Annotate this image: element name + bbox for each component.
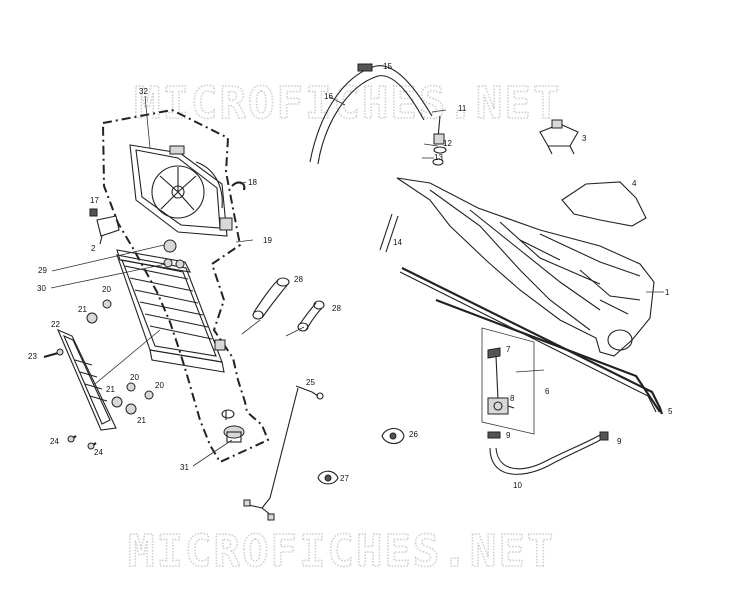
callout-24b: 24 — [94, 448, 103, 457]
temperature-wire — [243, 385, 324, 521]
callout-31: 31 — [180, 463, 189, 472]
watermark-bottom: MICROFICHES.NET — [128, 526, 555, 577]
fuel-tap — [481, 327, 535, 439]
callout-28a: 28 — [294, 275, 303, 284]
leader-lines — [50, 95, 664, 467]
callout-21a: 21 — [78, 305, 87, 314]
callout-21b: 21 — [106, 385, 115, 394]
clamp-15 — [357, 63, 373, 72]
grommet-27 — [317, 470, 339, 485]
callout-2: 2 — [91, 244, 96, 253]
callout-30: 30 — [37, 284, 46, 293]
callout-17: 17 — [90, 196, 99, 205]
bracket-3 — [539, 119, 579, 155]
side-cover — [56, 328, 117, 431]
callout-8: 8 — [510, 394, 515, 403]
callout-9b: 9 — [617, 437, 622, 446]
callout-7: 7 — [506, 345, 511, 354]
callout-18: 18 — [248, 178, 257, 187]
fuel-tank — [396, 177, 655, 357]
tube-14 — [379, 213, 399, 253]
sensor-17 — [89, 208, 120, 245]
callout-14: 14 — [393, 238, 402, 247]
callout-20a: 20 — [102, 285, 111, 294]
callout-23: 23 — [28, 352, 37, 361]
radiator-cap — [223, 425, 245, 443]
callout-10: 10 — [513, 481, 522, 490]
callout-19: 19 — [263, 236, 272, 245]
radiator-hoses — [252, 277, 325, 332]
callout-20b: 20 — [130, 373, 139, 382]
callout-32: 32 — [139, 87, 148, 96]
callout-4: 4 — [632, 179, 637, 188]
callout-22: 22 — [51, 320, 60, 329]
callout-6: 6 — [545, 387, 550, 396]
callout-15: 15 — [383, 62, 392, 71]
clip-18 — [231, 181, 246, 191]
watermark-top: MICROFICHES.NET — [134, 78, 561, 129]
callout-29: 29 — [38, 266, 47, 275]
callout-24a: 24 — [50, 437, 59, 446]
callout-20c: 20 — [155, 381, 164, 390]
callout-3: 3 — [582, 134, 587, 143]
cooling-fan — [129, 144, 233, 237]
callout-25: 25 — [306, 378, 315, 387]
callout-27: 27 — [340, 474, 349, 483]
callout-1: 1 — [665, 288, 670, 297]
callout-21c: 21 — [137, 416, 146, 425]
callout-28b: 28 — [332, 304, 341, 313]
callout-11: 11 — [458, 104, 467, 113]
callout-13: 13 — [434, 153, 443, 162]
callout-5: 5 — [668, 407, 673, 416]
fan-group-boundary — [102, 108, 270, 464]
callout-12: 12 — [443, 139, 452, 148]
tank-seal-strips — [399, 267, 664, 415]
breather-hose-16 — [309, 65, 433, 165]
radiator — [116, 239, 235, 420]
valve-11 — [432, 115, 447, 166]
callout-16: 16 — [324, 92, 333, 101]
fuel-hose-10 — [489, 431, 609, 475]
grommet-26 — [381, 427, 405, 445]
decal-4 — [561, 181, 647, 227]
small-fasteners — [43, 299, 154, 450]
callout-26: 26 — [409, 430, 418, 439]
callout-labels: 1 2 3 4 5 6 7 8 9 9 10 11 12 13 14 15 16… — [28, 62, 673, 490]
callout-9a: 9 — [506, 431, 511, 440]
